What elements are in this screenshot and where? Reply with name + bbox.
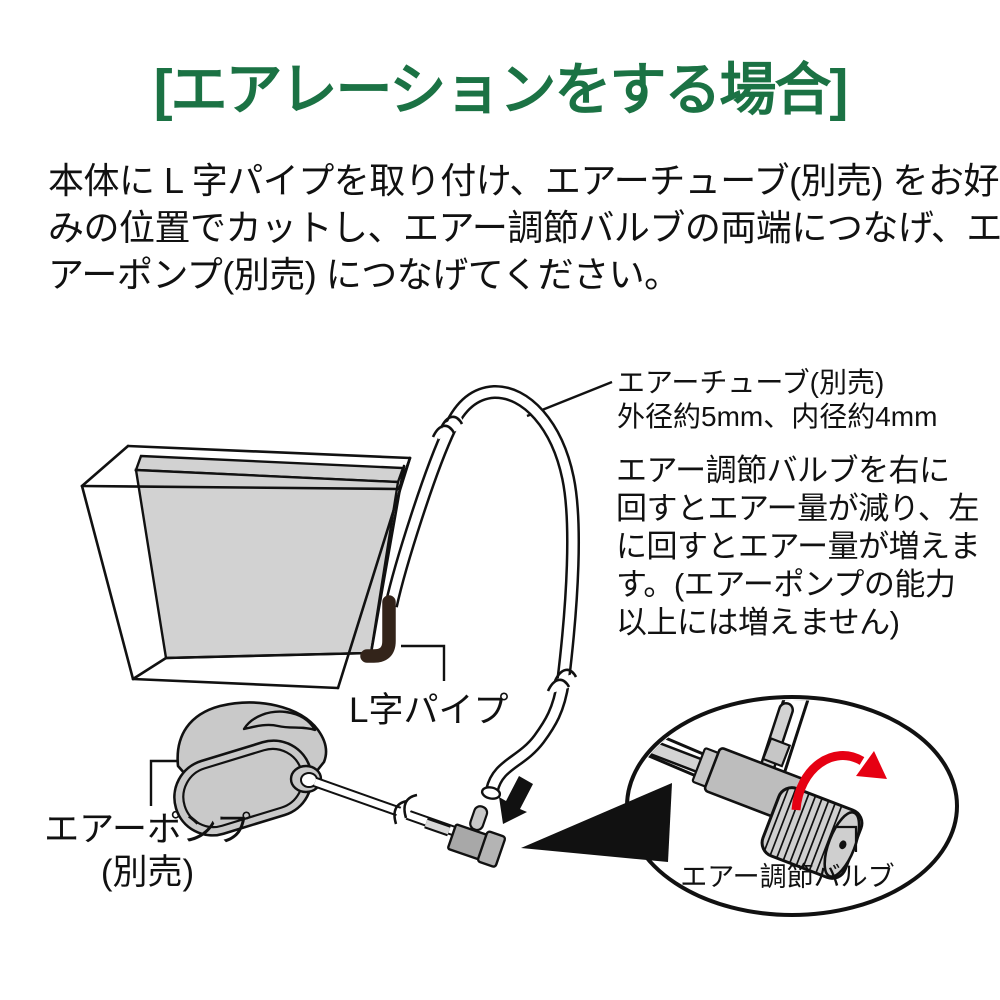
pump-outlet-pipe [313,777,470,841]
l-pipe [360,595,396,663]
valve-knob-cap [476,830,507,868]
air-pump-sub: (別売) [100,853,195,892]
callout-wedge [521,783,672,862]
intro-line: みの位置でカットし、エアー調節バルブの両端につなげ、エ [48,207,1000,248]
tank-wireframe [80,444,412,690]
callout-valve-knob [760,785,864,880]
intro-paragraph: 本体に L 字パイプを取り付け、エアーチューブ(別売) をお好 みの位置でカット… [48,157,1000,298]
air-pump [173,701,328,837]
tank-inner-panel [134,454,405,660]
valve-note-line: エアー調節バルブを右に [616,453,950,488]
page-title: [エアレーションをする場合] [153,58,849,122]
pipe-break-mark [393,793,418,825]
intro-line: 本体に L 字パイプを取り付け、エアーチューブ(別売) をお好 [48,160,1000,201]
intro-line: アーポンプ(別売) につなげてください。 [48,254,680,295]
air-tube [384,385,581,800]
air-pump-name: エアーポンプ [44,810,251,849]
l-pipe-label: L字パイプ [349,691,509,730]
pump-top-wave [242,710,317,732]
tube-open-end [480,786,502,800]
valve-note-line: に回すとエアー量が増えま [616,529,981,564]
valve-label: エアー調節バルブ [680,862,895,892]
callout-valve-top-collar [761,736,792,768]
air-tube-spec: 外径約5mm、内径約4mm [617,401,938,432]
small-valve [447,805,507,868]
tube-break-mark [431,415,466,440]
air-pump-label: エアーポンプ (別売) [30,808,265,894]
connect-arrow [499,776,533,824]
valve-note-line: す。(エアーポンプの能力 [616,567,956,602]
l-pipe-leader-line [401,644,446,681]
valve-note: エアー調節バルブを右に 回すとエアー量が減り、左 に回すとエアー量が増えま す。… [616,452,981,642]
rotate-arrow [791,751,887,811]
knob-center-dot [839,840,847,850]
valve-note-line: 回すとエアー量が減り、左 [616,491,979,526]
valve-note-line: 以上には増えません) [616,605,900,640]
valve-port-nub [469,805,489,832]
air-tube-label: エアーチューブ(別売) 外径約5mm、内径約4mm [617,366,937,434]
air-tube-name: エアーチューブ(別売) [617,367,885,398]
tube-break-mark [546,668,579,693]
valve-label-leader-line [833,825,858,852]
valve-callout [521,695,959,917]
